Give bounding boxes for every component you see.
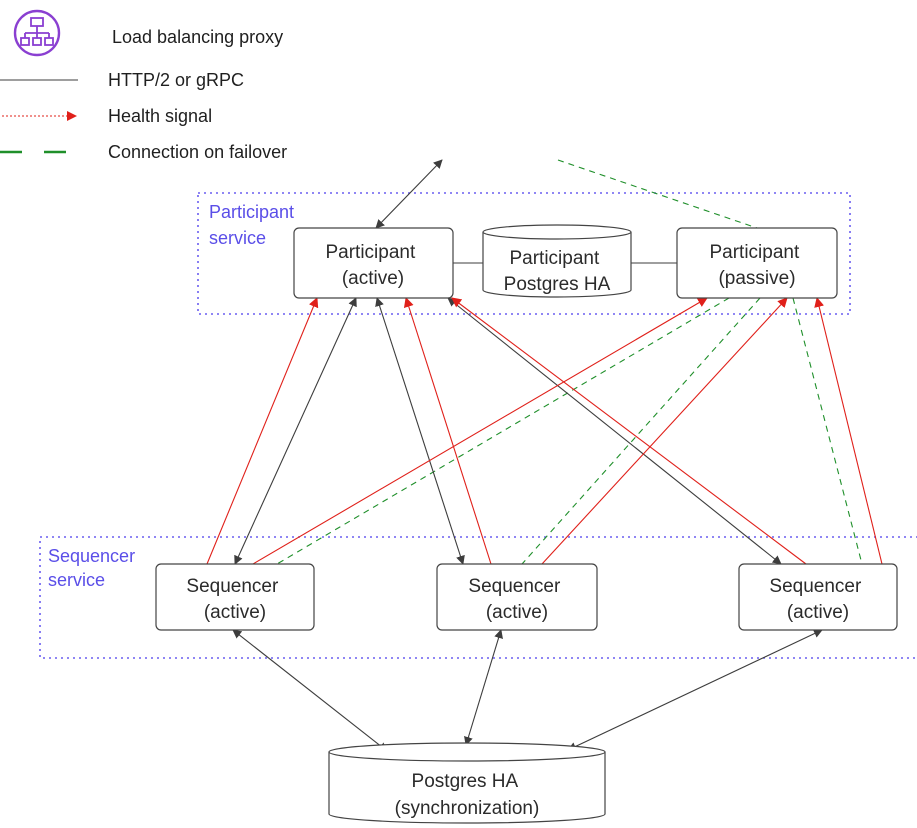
link-seq2-postgres (464, 629, 503, 746)
load-balancer-icon (13, 9, 61, 57)
health-seq2-passive (541, 297, 788, 565)
health-seq3-passive (814, 297, 883, 565)
sequencer-node-1: Sequencer (active) (155, 563, 315, 631)
legend-failover-label: Connection on failover (108, 142, 287, 162)
participant-postgres-db: Participant Postgres HA (482, 224, 632, 298)
failover-passive-seq1 (276, 297, 730, 565)
health-seq3-participant (451, 297, 807, 565)
participant-passive-node: Participant (passive) (676, 227, 838, 299)
health-seq1-passive (252, 297, 708, 565)
participant-active-node: Participant (active) (293, 227, 454, 299)
legend-proxy-label: Load balancing proxy (112, 27, 283, 47)
failover-passive-seq2 (521, 297, 761, 565)
sequencer-node-2: Sequencer (active) (436, 563, 598, 631)
sequencer-node-3: Sequencer (active) (738, 563, 898, 631)
legend-http-label: HTTP/2 or gRPC (108, 70, 244, 90)
link-participant-seq1 (234, 297, 357, 565)
health-seq1-participant (206, 297, 319, 565)
connections (206, 159, 883, 752)
postgres-sync-db: Postgres HA (synchronization) (328, 742, 606, 824)
link-participant-seq2 (375, 297, 465, 565)
svg-text:Participant (active): Participant (active) (325, 242, 420, 289)
svg-text:Participant (passive): Participant (passive) (709, 242, 804, 289)
svg-text:Postgres HA (synchroniza: Postgres HA (synchronization) (395, 771, 540, 819)
link-seq1-postgres (232, 629, 388, 752)
link-proxy-participant (375, 159, 443, 229)
failover-proxy-passive (557, 159, 758, 229)
svg-text:Sequencer (active): Sequencer (active) (186, 576, 283, 623)
health-seq2-participant (403, 297, 492, 565)
legend: Load balancing proxy HTTP/2 or gRPC Heal… (0, 9, 287, 162)
participant-service-label: Participant service (209, 202, 299, 248)
svg-text:Participant Postgres HA: Participant Postgres HA (504, 248, 611, 295)
link-seq3-postgres (567, 629, 823, 751)
svg-text:Sequencer (active): Sequencer (active) (769, 576, 866, 623)
svg-text:Sequencer (active): Sequencer (active) (468, 576, 565, 623)
failover-passive-seq3 (792, 297, 863, 565)
sequencer-service-label: Sequencer service (48, 546, 140, 590)
legend-health-label: Health signal (108, 106, 212, 126)
link-participant-seq3 (447, 297, 782, 565)
